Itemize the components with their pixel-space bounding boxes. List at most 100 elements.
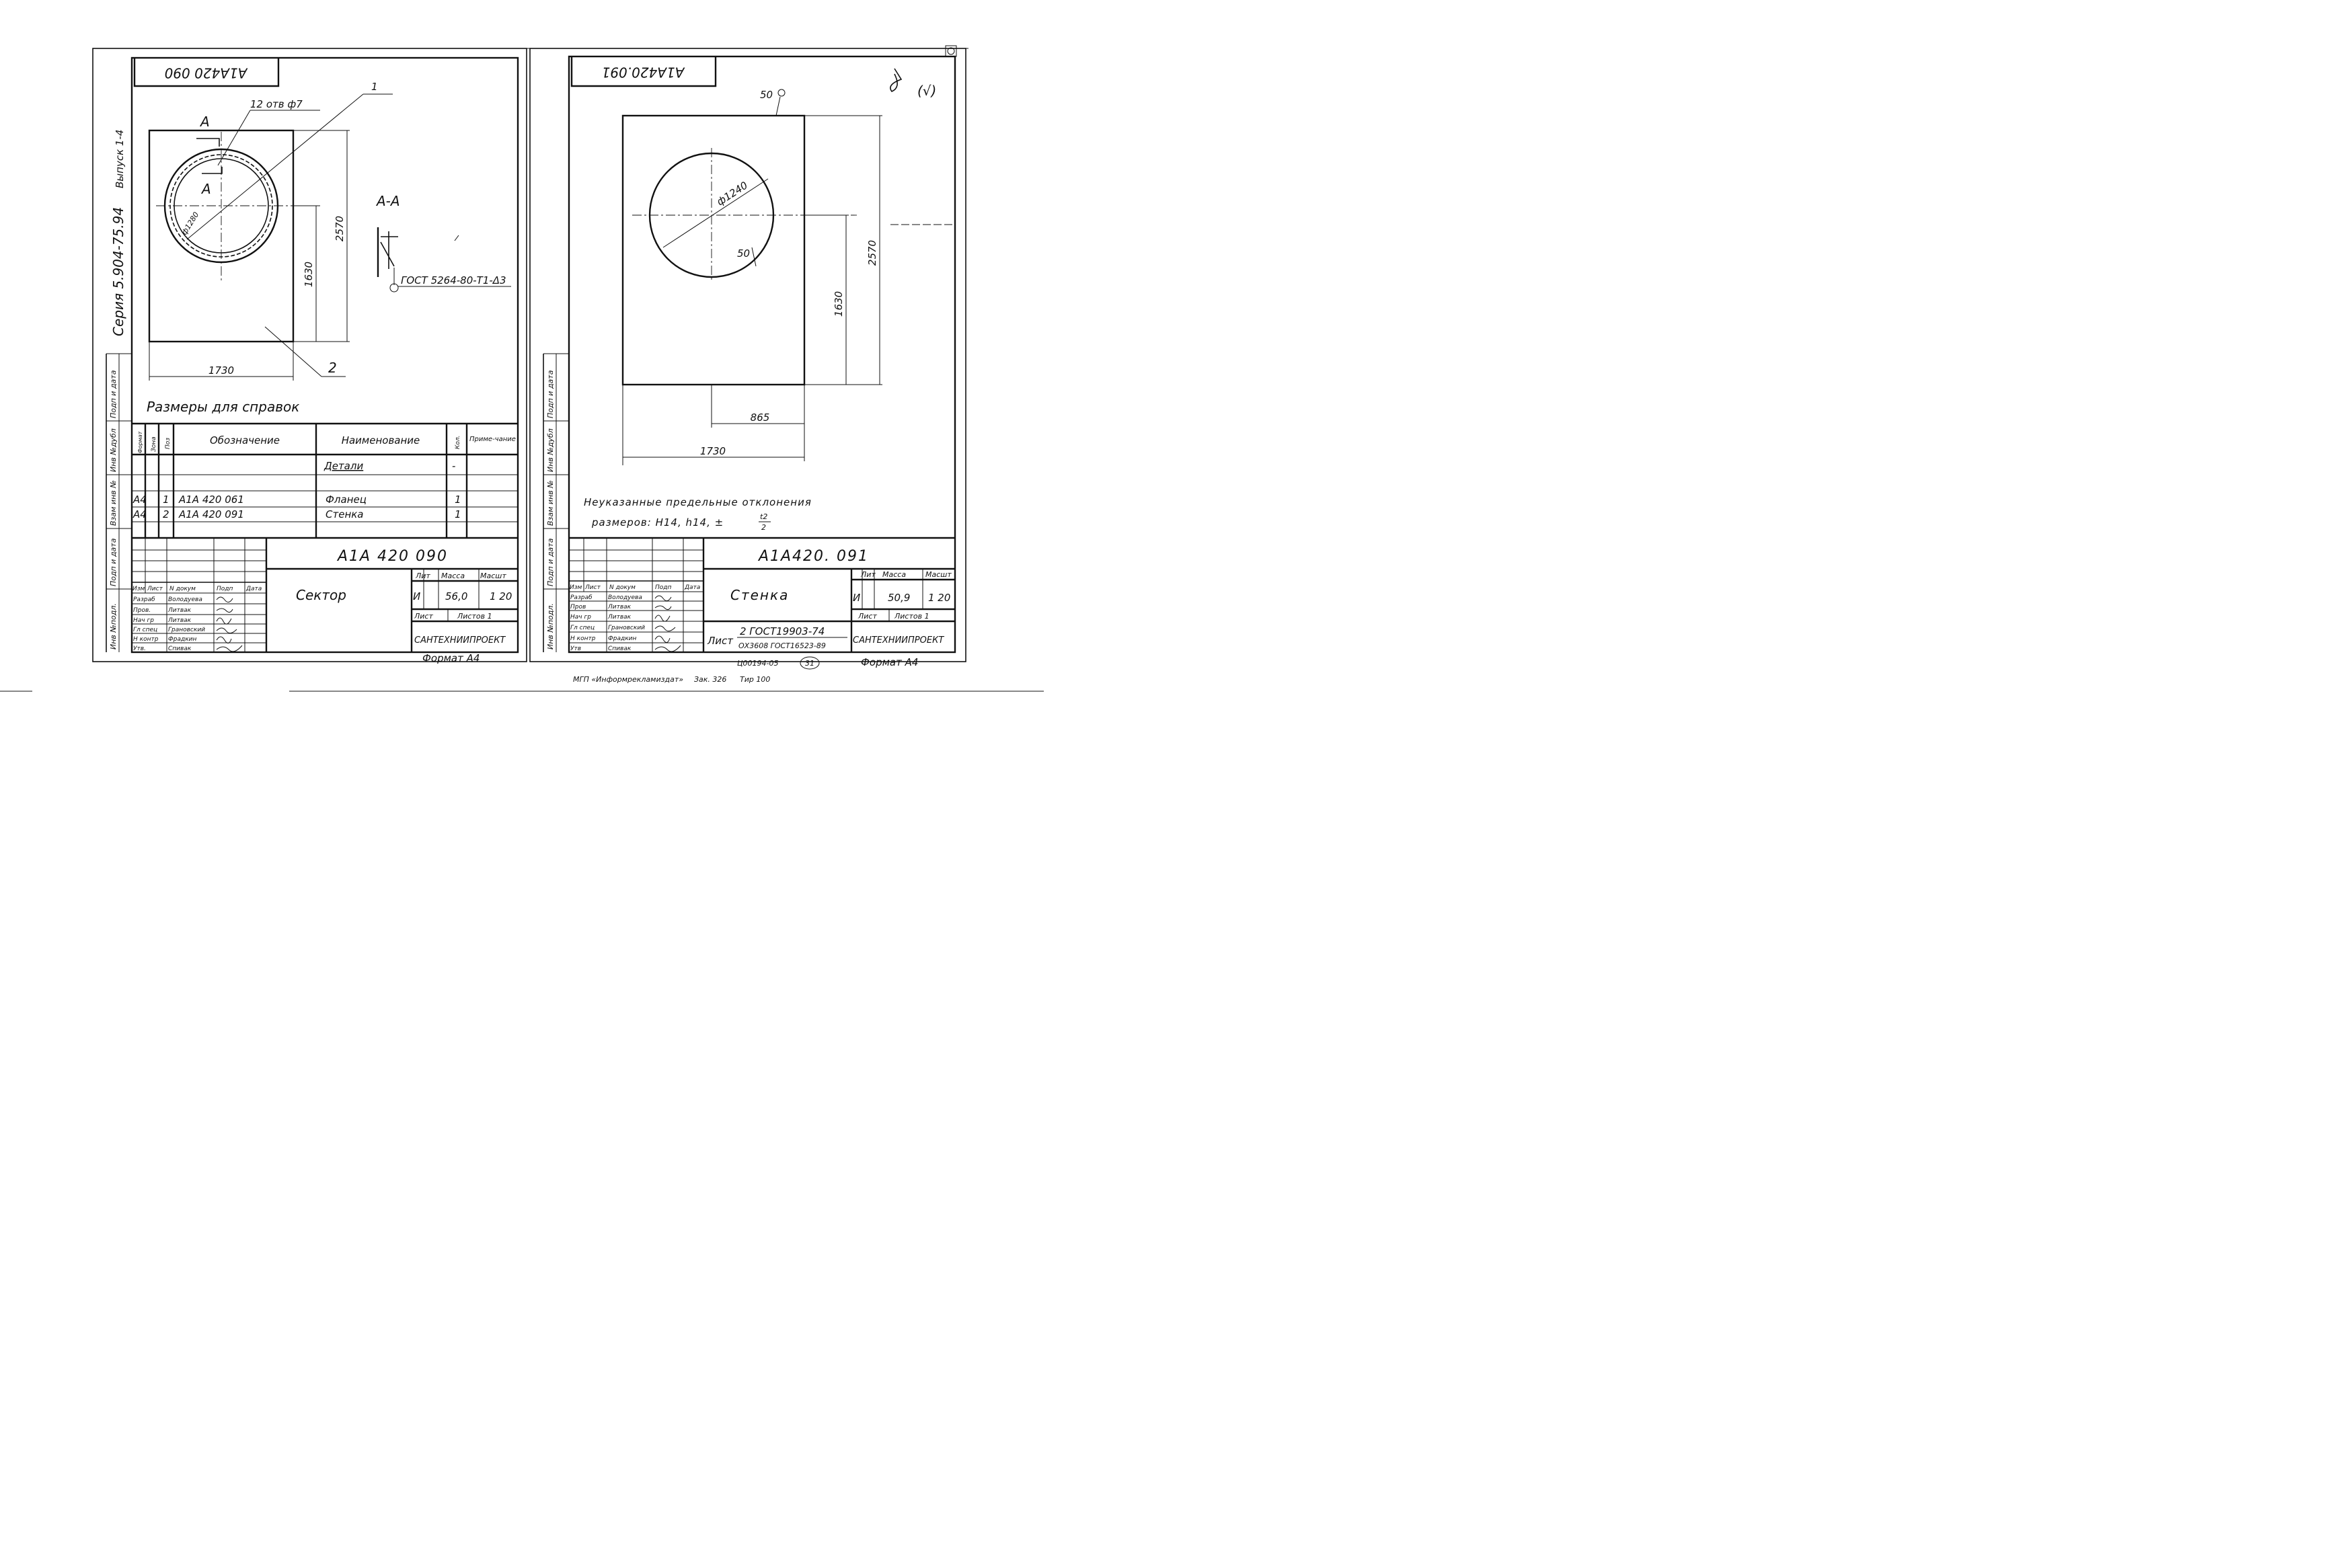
- section-arrow-top: [196, 138, 220, 147]
- right-margin-label-4: Инв №дубл: [546, 428, 555, 472]
- spec-section-details: Детали: [323, 460, 363, 472]
- roughness-top-value: 50: [760, 89, 773, 101]
- right-scale-header: Масшт: [925, 570, 952, 579]
- right-stamp-title: Стенка: [730, 587, 789, 603]
- drawing-sheet: А1А420 090 Серия 5.904-75.94 Выпуск 1-4 …: [0, 45, 1044, 692]
- leader-item1: [186, 93, 364, 240]
- left-inner-frame: [130, 56, 519, 654]
- right-stamp-code: А1А420. 091: [757, 548, 869, 565]
- right-margin-label-5: Подп и дата: [546, 370, 555, 418]
- bottom-sheet-no: 31: [805, 659, 814, 668]
- right-name-5: Фрадкин: [608, 635, 636, 642]
- left-role-1: Разраб: [133, 596, 155, 603]
- left-scale: 1 20: [490, 590, 512, 602]
- diameter-1240: ф1240: [714, 179, 750, 208]
- right-col-sign: Подп: [655, 584, 671, 591]
- dim-2570-right: 2570: [866, 240, 878, 266]
- item1-label: 1: [371, 81, 378, 93]
- spec-header-designation: Обозначение: [210, 434, 280, 446]
- left-lit-header: Лит: [415, 572, 430, 580]
- section-mark-top: А: [199, 114, 210, 130]
- imprint-order: Зак. 326: [694, 675, 726, 684]
- right-name-3: Литвак: [607, 614, 632, 621]
- left-top-code: А1А420 090: [165, 65, 249, 81]
- left-name-5: Фрадкин: [168, 636, 196, 643]
- left-side-series: Серия 5.904-75.94: [110, 207, 126, 336]
- material-prefix: Лист: [707, 635, 734, 647]
- left-name-4: Грановский: [168, 627, 205, 633]
- left-role-6: Утв.: [133, 645, 146, 652]
- spec-header-format: Формат: [137, 431, 143, 453]
- left-margin-label-5: Подп и дата: [109, 370, 118, 418]
- left-margin-label-2: Подп и дата: [109, 538, 118, 586]
- right-role-4: Гл спец: [570, 625, 595, 631]
- spec-row2-qty: 1: [455, 508, 461, 520]
- spec-table: [132, 422, 518, 539]
- section-arrow-bottom: [202, 167, 223, 174]
- imprint-publisher: МГП «Информрекламиздат»: [573, 675, 683, 684]
- left-role-5: Н контр: [133, 636, 159, 643]
- right-role-6: Утв: [570, 645, 581, 652]
- spec-header-name: Наименование: [342, 434, 420, 446]
- roughness-general-mark: [890, 68, 903, 92]
- tolerance-note-line1: Неуказанные предельные отклонения: [584, 496, 812, 508]
- note-for-reference: Размеры для справок: [147, 399, 299, 415]
- right-signatures: [654, 595, 681, 652]
- right-mass-header: Масса: [882, 570, 906, 579]
- right-name-2: Литвак: [607, 604, 632, 611]
- spec-row2-designation: А1А 420 091: [178, 508, 244, 520]
- left-margin-label-3: Взам инв №: [109, 480, 118, 526]
- left-col-doc: N докум: [169, 586, 196, 592]
- right-col-list: Лист: [584, 584, 601, 591]
- spec-header-qty: Кол.: [455, 435, 461, 449]
- svg-text:-: -: [452, 460, 455, 472]
- right-name-4: Грановский: [608, 625, 645, 631]
- bottom-doc-code: Ц00194-05: [737, 659, 779, 668]
- dim-2570-left: 2570: [334, 216, 346, 241]
- spec-row1-format: А4: [132, 494, 147, 506]
- left-name-2: Литвак: [167, 607, 192, 614]
- left-stamp-title: Сектор: [296, 587, 346, 603]
- left-mass-header: Масса: [441, 572, 465, 580]
- dim-1630-left: 1630: [303, 262, 315, 287]
- corner-symbol: [947, 47, 955, 55]
- left-signatures: [216, 596, 243, 652]
- left-side-issue: Выпуск 1-4: [114, 130, 126, 188]
- right-format: Формат А4: [861, 656, 918, 668]
- spec-row1-qty: 1: [455, 494, 461, 506]
- right-mass: 50,9: [888, 592, 910, 604]
- left-lit: И: [413, 590, 420, 602]
- material-top: 2 ГОСТ19903-74: [740, 625, 825, 637]
- right-margin-label-3: Взам инв №: [546, 480, 555, 526]
- tolerance-fraction-bottom: 2: [761, 523, 766, 532]
- weld-note: ГОСТ 5264-80-Т1-Δ3: [401, 274, 506, 286]
- left-top-code-box: [133, 58, 280, 87]
- right-sheet: Лист: [857, 612, 877, 621]
- left-col-sign: Подп: [217, 586, 233, 592]
- left-format: Формат А4: [422, 652, 480, 664]
- left-col-date: Дата: [245, 586, 262, 592]
- spec-row1-name: Фланец: [326, 494, 367, 506]
- right-lit: И: [853, 592, 860, 604]
- item2-label: 2: [328, 360, 337, 376]
- section-flange: [380, 231, 398, 269]
- dim-865: 865: [751, 411, 770, 424]
- right-name-1: Володуева: [608, 594, 642, 601]
- right-lit-header: Лит: [860, 570, 876, 579]
- right-inner-frame: [568, 55, 956, 654]
- right-org: САНТЕХНИИПРОЕКТ: [853, 635, 944, 645]
- wall-plate: [621, 114, 806, 386]
- right-sheets: Листов 1: [894, 612, 929, 621]
- left-col-list: Лист: [147, 586, 163, 592]
- check-mark: (√): [917, 83, 936, 99]
- right-top-code-box: [570, 56, 717, 87]
- section-mark-bottom: А: [200, 181, 211, 197]
- spec-row1-pos: 1: [163, 494, 169, 506]
- right-col-date: Дата: [684, 584, 700, 591]
- left-role-2: Пров.: [133, 607, 151, 614]
- roughness-hole-value: 50: [737, 247, 750, 260]
- right-name-6: Спивак: [608, 645, 632, 652]
- section-title: А-А: [375, 193, 400, 209]
- left-col-izm: Изм: [132, 586, 145, 592]
- left-name-3: Литвак: [167, 617, 192, 624]
